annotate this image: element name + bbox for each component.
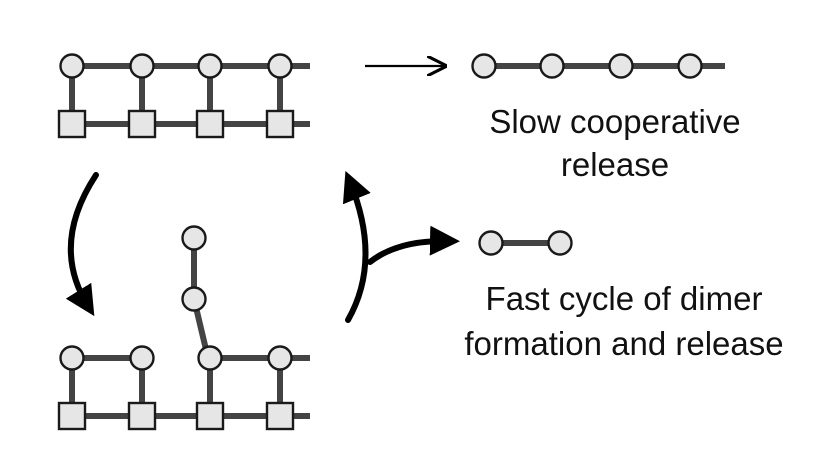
top-rungs <box>69 66 283 124</box>
square-node <box>265 109 295 139</box>
top-complex <box>57 53 350 139</box>
circle-node <box>677 53 703 79</box>
circle-node <box>471 53 497 79</box>
square-node <box>57 401 87 431</box>
released-dimer <box>478 230 573 256</box>
square-node <box>127 109 157 139</box>
circle-node <box>59 345 85 371</box>
return-curved-arrow <box>342 170 371 323</box>
fast-cycle-label-line1: Fast cycle of dimer <box>486 280 763 317</box>
square-node <box>127 401 157 431</box>
square-node <box>57 109 87 139</box>
dimer-circle-node <box>181 225 207 251</box>
released-chain <box>471 53 760 79</box>
circle-node <box>129 345 155 371</box>
circle-node <box>197 53 223 79</box>
slow-release-label-line1: Slow cooperative <box>489 103 740 140</box>
circle-node <box>267 345 293 371</box>
bottom-rungs <box>69 238 283 416</box>
slow-release-label-line2: release <box>561 146 669 183</box>
circle-node <box>129 53 155 79</box>
dimer-circle-node <box>181 286 207 312</box>
bottom-complex <box>57 225 350 431</box>
dimer-circle-node <box>547 230 573 256</box>
circle-node <box>59 53 85 79</box>
square-node <box>195 401 225 431</box>
circle-node <box>197 345 223 371</box>
dimer-branch-arrow <box>367 225 460 265</box>
dimer-circle-node <box>478 230 504 256</box>
forward-curved-arrow <box>65 172 99 317</box>
circle-node <box>608 53 634 79</box>
fast-cycle-label-line2: formation and release <box>464 325 783 362</box>
circle-node <box>267 53 293 79</box>
square-node <box>265 401 295 431</box>
square-node <box>195 109 225 139</box>
circle-node <box>539 53 565 79</box>
